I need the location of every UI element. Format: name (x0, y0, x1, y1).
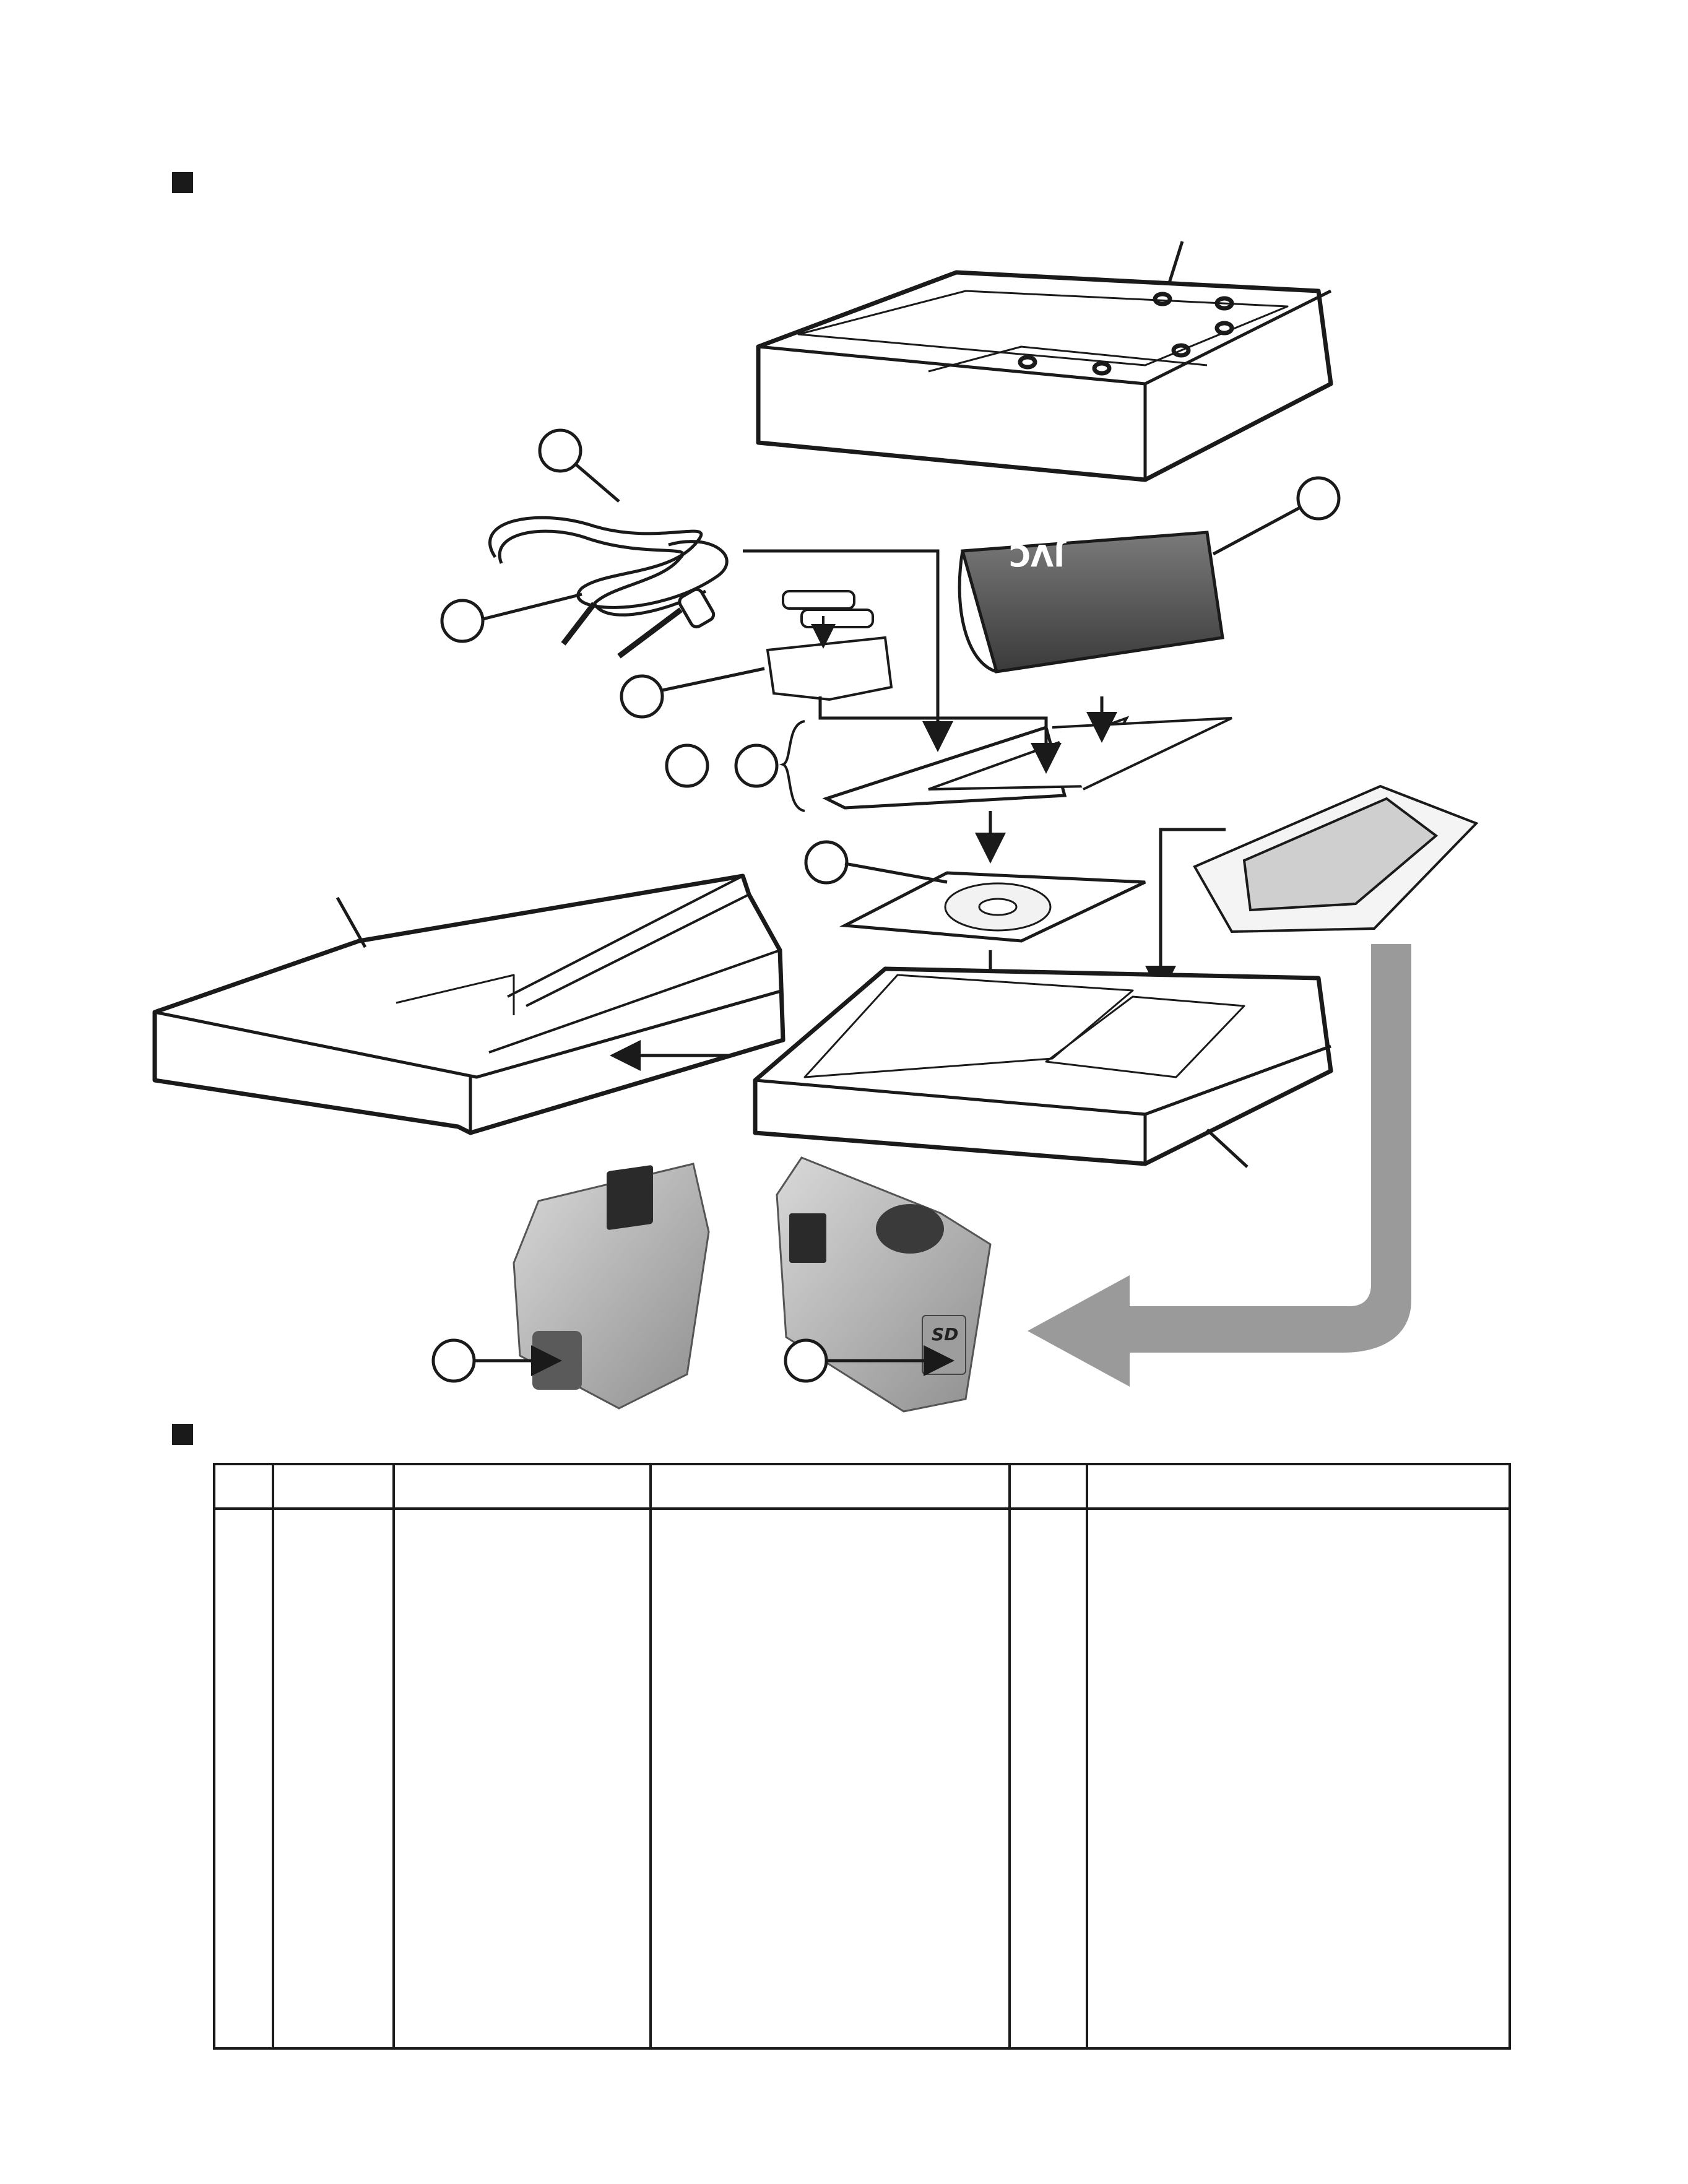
table-header-row (213, 1464, 1511, 1510)
table-cell (1086, 1509, 1511, 2048)
column-header (272, 1464, 395, 1510)
packing-exploded-diagram: JVC (152, 241, 1479, 1413)
section-marker-parts-list (172, 1424, 193, 1445)
table-body-row (213, 1509, 1511, 2048)
camera-in-poly-bag (1193, 784, 1479, 934)
leader-cable-b (482, 592, 582, 621)
table-cell (392, 1509, 652, 2048)
callout-manual-b (734, 743, 779, 788)
soft-case: JVC (958, 531, 1224, 674)
callout-card-cover (784, 1338, 828, 1383)
instruction-manuals (822, 716, 1232, 810)
column-header (649, 1464, 1011, 1510)
cd-rom (839, 871, 1146, 943)
column-header (213, 1464, 274, 1510)
batteries (782, 590, 874, 628)
leader-cable-a (574, 463, 620, 503)
flow-arrow-unpack (1028, 944, 1411, 1387)
outer-carton (152, 873, 786, 1135)
section-marker-packing (172, 172, 193, 193)
packing-lid-tray (756, 270, 1333, 482)
document-brace (779, 720, 805, 812)
card-slot-logo: SD (932, 1324, 958, 1345)
callout-case (1296, 476, 1341, 521)
av-usb-cables (488, 516, 729, 659)
leader-bottom-tray (1206, 1129, 1249, 1168)
callout-grip-cover (431, 1338, 476, 1383)
table-cell (213, 1509, 274, 2048)
column-header (1008, 1464, 1088, 1510)
camera-rear-view (513, 1163, 710, 1410)
accessory-bag (766, 636, 893, 701)
column-header (1086, 1464, 1511, 1510)
table-cell (649, 1509, 1011, 2048)
leader-cd (844, 862, 948, 884)
callout-bag (620, 674, 664, 719)
callout-manual-a (665, 743, 709, 788)
arrow-camera-to-tray (1145, 828, 1226, 997)
leader-carton (335, 896, 367, 948)
table-cell (1008, 1509, 1088, 2048)
leader-bag (662, 667, 765, 692)
routing-arrows (743, 549, 1117, 864)
leader-lid (1167, 241, 1184, 285)
leader-case (1212, 506, 1301, 556)
case-brand-logo: JVC (1009, 537, 1067, 572)
callout-cd (804, 840, 849, 885)
table-cell (272, 1509, 395, 2048)
packing-bottom-tray (753, 966, 1333, 1166)
callout-cable-a (538, 428, 582, 473)
callout-cable-b (440, 599, 485, 643)
column-header (392, 1464, 652, 1510)
parts-list-table (213, 1463, 1511, 2050)
